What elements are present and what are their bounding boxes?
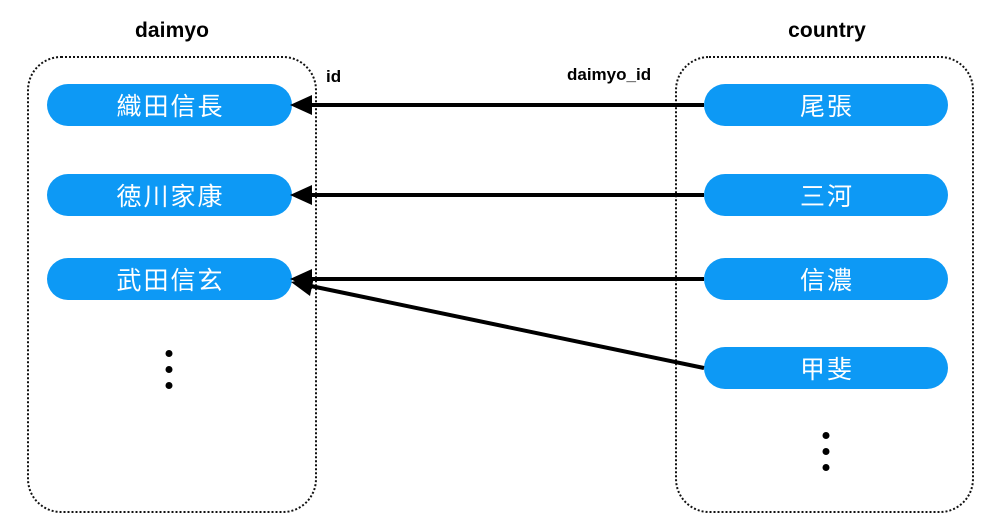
country-row-kai[interactable]: 甲斐 xyxy=(704,347,948,389)
dot-icon xyxy=(822,464,830,471)
dot-icon xyxy=(822,432,830,439)
daimyo-table-title: daimyo xyxy=(134,19,210,42)
relation-mikawa-to-tokugawa xyxy=(290,185,704,205)
daimyo-row-takeda-shingen[interactable]: 武田信玄 xyxy=(47,258,292,300)
dot-icon xyxy=(165,350,173,357)
daimyo-overflow-ellipsis-icon xyxy=(165,350,173,389)
country-overflow-ellipsis-icon xyxy=(822,432,830,471)
dot-icon xyxy=(822,448,830,455)
dot-icon xyxy=(165,382,173,389)
daimyo-row-tokugawa-ieyasu[interactable]: 徳川家康 xyxy=(47,174,292,216)
country-table-title: country xyxy=(788,19,866,42)
relation-kai-to-takeda xyxy=(291,277,705,370)
country-daimyo-id-field-label: daimyo_id xyxy=(567,65,652,84)
daimyo-row-oda-nobunaga[interactable]: 織田信長 xyxy=(47,84,292,126)
daimyo-id-field-label: id xyxy=(326,67,342,86)
country-row-shinano[interactable]: 信濃 xyxy=(704,258,948,300)
dot-icon xyxy=(165,366,173,373)
country-row-mikawa[interactable]: 三河 xyxy=(704,174,948,216)
relation-shinano-to-takeda xyxy=(290,269,704,289)
relation-owari-to-oda xyxy=(290,95,704,115)
country-row-owari[interactable]: 尾張 xyxy=(704,84,948,126)
